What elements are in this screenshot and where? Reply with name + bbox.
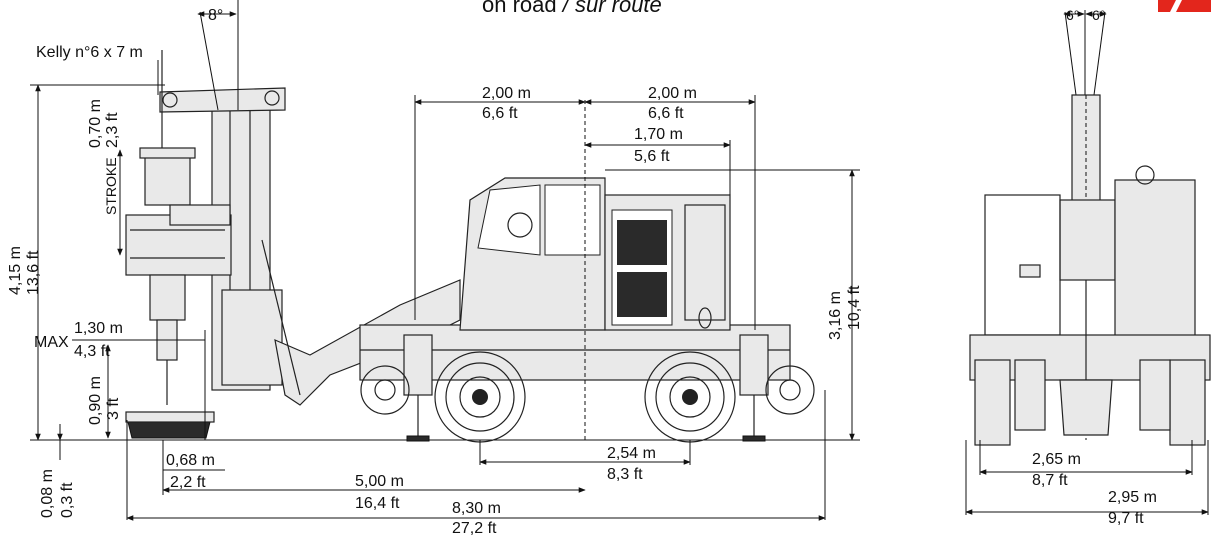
side-view-machine	[30, 50, 860, 443]
rear-width1-ft-label: 8,7 ft	[1032, 472, 1068, 489]
height-ft-label: 13,6 ft	[25, 250, 42, 295]
top-a3-ft-label: 5,6 ft	[634, 148, 670, 165]
page-title: on road / sur route	[482, 0, 662, 17]
rear-wheel	[644, 351, 736, 443]
top-a1-m-label: 2,00 m	[482, 85, 531, 102]
depth-ft-label: 3 ft	[105, 397, 122, 420]
height-m-label: 4,15 m	[7, 246, 24, 295]
stroke-m-label: 0,70 m	[87, 99, 104, 148]
side-view-dimensions	[30, 0, 860, 521]
stroke-ft-label: 2,3 ft	[104, 112, 121, 148]
cab-height-m-label: 3,16 m	[827, 291, 844, 340]
top-a1-ft-label: 6,6 ft	[482, 105, 518, 122]
ground-m-label: 0,08 m	[39, 469, 56, 518]
max-ft-label: 4,3 ft	[74, 343, 110, 360]
rear-width1-m-label: 2,65 m	[1032, 451, 1081, 468]
brand-logo	[1158, 0, 1211, 12]
max-label: MAX	[34, 334, 69, 351]
length8-m-label: 8,30 m	[452, 500, 501, 517]
front-m-label: 0,68 m	[166, 452, 215, 469]
length5-ft-label: 16,4 ft	[355, 495, 400, 512]
depth-m-label: 0,90 m	[87, 376, 104, 425]
rear-view-machine	[969, 10, 1211, 446]
rear-angle-left-label: 6°	[1066, 7, 1079, 23]
top-a3-m-label: 1,70 m	[634, 126, 683, 143]
side-view-labels: Kelly n°6 x 7 m 8° 0,70 m 2,3 ft STROKE …	[7, 7, 863, 537]
rear-width2-m-label: 2,95 m	[1108, 489, 1157, 506]
rail-wheels	[360, 365, 815, 415]
top-a2-ft-label: 6,6 ft	[648, 105, 684, 122]
length5-m-label: 5,00 m	[355, 473, 404, 490]
max-m-label: 1,30 m	[74, 320, 123, 337]
rear-width2-ft-label: 9,7 ft	[1108, 510, 1144, 527]
front-ft-label: 2,2 ft	[170, 474, 206, 491]
cab-height-ft-label: 10,4 ft	[846, 285, 863, 330]
kelly-label: Kelly n°6 x 7 m	[36, 44, 143, 61]
length8-ft-label: 27,2 ft	[452, 520, 497, 537]
rear-view-labels: 6° 6° 2,65 m 8,7 ft 2,95 m 9,7 ft	[1032, 7, 1157, 527]
top-a2-m-label: 2,00 m	[648, 85, 697, 102]
wheelbase-m-label: 2,54 m	[607, 445, 656, 462]
ground-ft-label: 0,3 ft	[59, 482, 76, 518]
stroke-label: STROKE	[103, 157, 119, 215]
rear-view-dimensions	[965, 440, 1209, 515]
mast-angle-label: 8°	[208, 7, 223, 24]
wheelbase-ft-label: 8,3 ft	[607, 466, 643, 483]
auger-bucket	[127, 421, 211, 439]
rear-angle-right-label: 6°	[1092, 7, 1105, 23]
